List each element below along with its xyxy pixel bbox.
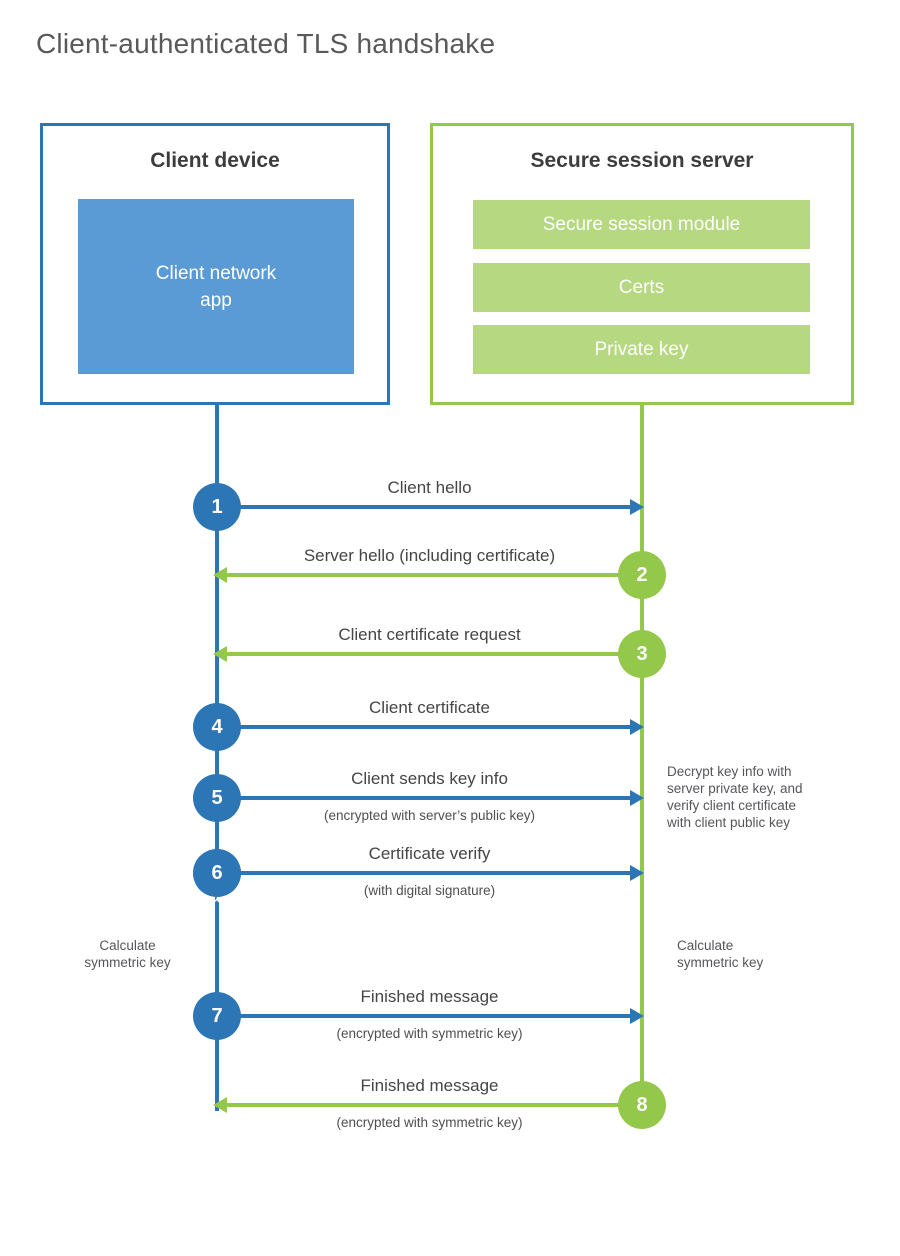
step-6-arrowhead-icon	[630, 865, 644, 881]
step-4-label: Client certificate	[369, 698, 490, 717]
server-lifeline	[640, 405, 644, 1105]
step-7-sublabel: (encrypted with symmetric key)	[336, 1026, 523, 1041]
step-7-arrowhead-icon	[630, 1008, 644, 1024]
step-1-number-badge: 1	[193, 483, 241, 531]
note-calculate-symmetric-key-client: Calculate symmetric key	[84, 938, 171, 970]
step-5-label: Client sends key info	[351, 769, 508, 788]
step-4-number-badge: 4	[193, 703, 241, 751]
step-8-arrow	[227, 1103, 642, 1107]
secure-session-server-box: Secure session server Secure session mod…	[430, 123, 854, 405]
server-module-certs: Certs	[473, 263, 810, 312]
step-2-label: Server hello (including certificate)	[303, 546, 556, 565]
step-1-arrow	[217, 505, 630, 509]
step-3-label: Client certificate request	[338, 625, 521, 644]
step-1-arrowhead-icon	[630, 499, 644, 515]
step-4-arrow	[217, 725, 630, 729]
step-3-arrowhead-icon	[213, 646, 227, 662]
step-7-label: Finished message	[360, 987, 499, 1006]
step-5-arrowhead-icon	[630, 790, 644, 806]
step-5-arrow	[217, 796, 630, 800]
step-3-number-badge: 3	[618, 630, 666, 678]
step-7-number-badge: 7	[193, 992, 241, 1040]
note-decrypt-key-info: Decrypt key info with server private key…	[667, 764, 803, 830]
client-network-app-module: Client network app	[78, 199, 354, 374]
page-title: Client-authenticated TLS handshake	[36, 28, 496, 59]
step-6-label: Certificate verify	[368, 844, 491, 863]
step-2-arrowhead-icon	[213, 567, 227, 583]
step-6-number-badge: 6	[193, 849, 241, 897]
step-2-number-badge: 2	[618, 551, 666, 599]
client-device-box: Client device Client network app	[40, 123, 390, 405]
step-4-arrowhead-icon	[630, 719, 644, 735]
step-5-number-badge: 5	[193, 774, 241, 822]
server-module-private-key: Private key	[473, 325, 810, 374]
client-lifeline	[215, 405, 219, 1111]
step-7-arrow	[217, 1014, 630, 1018]
step-8-number-badge: 8	[618, 1081, 666, 1129]
server-module-secure-session: Secure session module	[473, 200, 810, 249]
client-device-title: Client device	[150, 149, 280, 172]
step-8-sublabel: (encrypted with symmetric key)	[336, 1115, 523, 1130]
step-5-sublabel: (encrypted with server’s public key)	[323, 808, 536, 823]
step-3-arrow	[227, 652, 642, 656]
note-calculate-symmetric-key-server: Calculate symmetric key	[677, 938, 764, 970]
step-1-label: Client hello	[387, 478, 472, 497]
step-6-arrow	[217, 871, 630, 875]
step-8-label: Finished message	[360, 1076, 499, 1095]
step-8-arrowhead-icon	[213, 1097, 227, 1113]
step-6-sublabel: (with digital signature)	[363, 883, 496, 898]
secure-session-server-title: Secure session server	[530, 149, 754, 172]
step-2-arrow	[227, 573, 642, 577]
